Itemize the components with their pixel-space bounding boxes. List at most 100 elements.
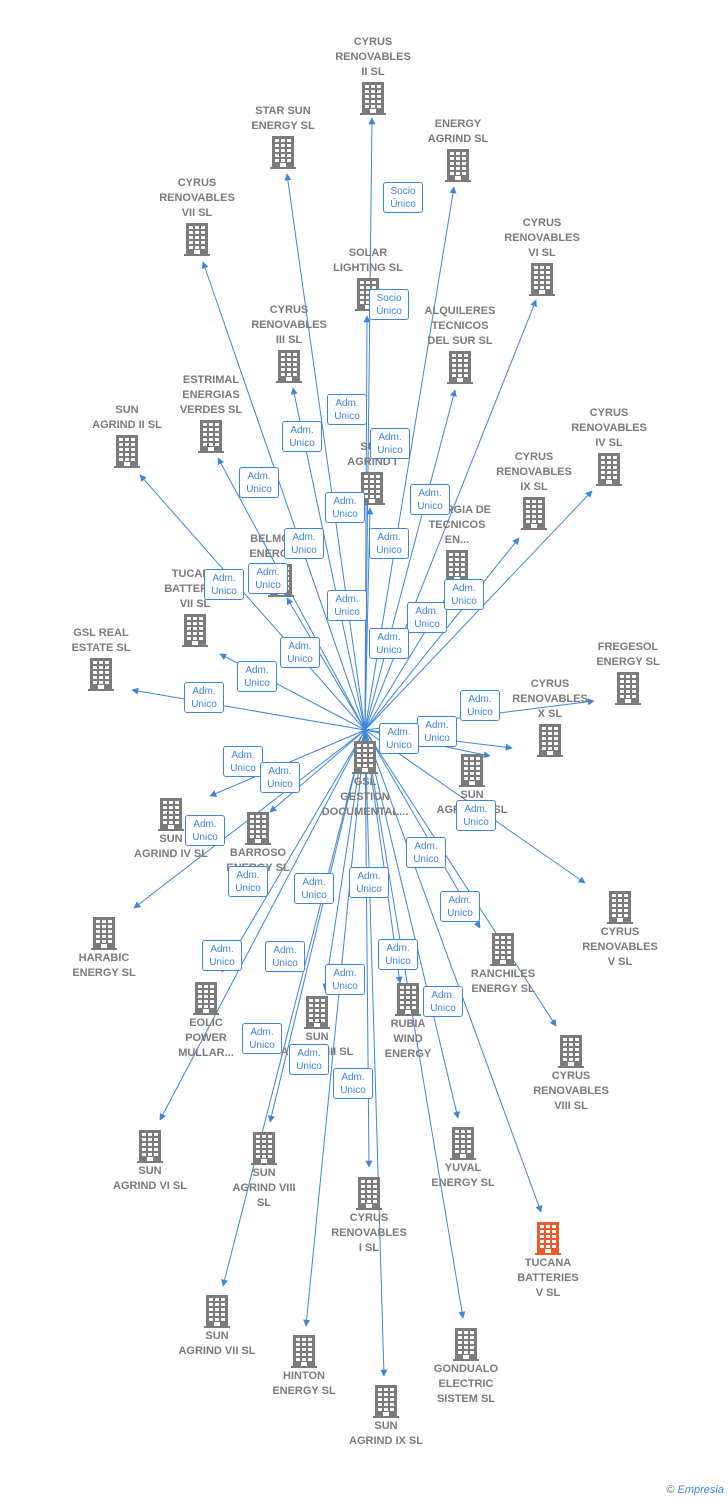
node-solar[interactable]: SOLAR LIGHTING SL	[313, 246, 423, 312]
building-icon	[155, 796, 187, 832]
building-icon	[181, 221, 213, 257]
node-label: GSL GESTION DOCUMENTAL...	[321, 776, 409, 818]
relation-badge: Adm. Unico	[379, 723, 419, 754]
building-icon	[111, 433, 143, 469]
node-hinton[interactable]: HINTON ENERGY SL	[249, 1333, 359, 1399]
building-icon	[604, 889, 636, 925]
node-cyrus9[interactable]: CYRUS RENOVABLES IX SL	[479, 450, 589, 531]
node-cyrus4[interactable]: CYRUS RENOVABLES IV SL	[554, 406, 664, 487]
node-cyrus5[interactable]: CYRUS RENOVABLES V SL	[565, 889, 675, 970]
center-node[interactable]: GSL GESTION DOCUMENTAL...	[310, 739, 420, 820]
node-gslreal[interactable]: GSL REAL ESTATE SL	[46, 626, 156, 692]
node-cyrus10[interactable]: CYRUS RENOVABLES X SL	[495, 677, 605, 758]
relation-badge: Adm. Unico	[185, 815, 225, 846]
edge-cyrus9	[364, 537, 520, 731]
node-cyrus2[interactable]: CYRUS RENOVABLES II SL	[318, 35, 428, 116]
node-alquileres[interactable]: ALQUILERES TECNICOS DEL SUR SL	[405, 304, 515, 385]
relation-badge: Adm. Unico	[260, 762, 300, 793]
relation-badge: Adm. Unico	[202, 940, 242, 971]
node-label: SUN AGRIND IX SL	[349, 1420, 423, 1447]
building-icon	[526, 261, 558, 297]
relation-badge: Adm. Unico	[456, 800, 496, 831]
node-sunagrind7[interactable]: SUN AGRIND VII SL	[162, 1293, 272, 1359]
edge-barroso	[269, 729, 366, 813]
building-icon	[301, 994, 333, 1030]
building-icon	[444, 349, 476, 385]
relation-badge: Adm. Unico	[282, 421, 322, 452]
building-icon	[242, 810, 274, 846]
node-label: CYRUS RENOVABLES IV SL	[571, 407, 647, 449]
relation-badge: Adm. Unico	[284, 528, 324, 559]
node-label: SUN AGRIND IV SL	[134, 833, 208, 860]
node-sunagrind6[interactable]: SUN AGRIND VI SL	[95, 1128, 205, 1194]
node-cyrus8[interactable]: CYRUS RENOVABLES VIII SL	[516, 1033, 626, 1114]
edge-cyrus7	[201, 261, 366, 731]
building-icon	[532, 1220, 564, 1256]
node-sunagrind4[interactable]: SUN AGRIND IV SL	[116, 796, 226, 862]
node-label: ENERGY AGRIND SL	[427, 118, 489, 145]
node-sunagrind9[interactable]: SUN AGRIND IX SL	[331, 1383, 441, 1449]
node-sunagrind2[interactable]: SUN AGRIND II SL	[72, 403, 182, 469]
relation-badge: Adm. Unico	[223, 746, 263, 777]
node-label: CYRUS RENOVABLES VIII SL	[533, 1070, 609, 1112]
node-label: CYRUS RENOVABLES III SL	[251, 304, 327, 346]
building-icon	[392, 981, 424, 1017]
node-ranchiles[interactable]: RANCHILES ENERGY SL	[448, 931, 558, 997]
node-cyrus1[interactable]: CYRUS RENOVABLES I SL	[314, 1175, 424, 1256]
relation-badge: Adm. Unico	[370, 428, 410, 459]
node-label: YUVAL ENERGY SL	[431, 1162, 495, 1189]
node-yuval[interactable]: YUVAL ENERGY SL	[408, 1125, 518, 1191]
node-label: CYRUS RENOVABLES IX SL	[496, 451, 572, 493]
node-estrimal[interactable]: ESTRIMAL ENERGIAS VERDES SL	[156, 373, 266, 454]
node-cyrus3[interactable]: CYRUS RENOVABLES III SL	[234, 303, 344, 384]
edge-hinton	[303, 729, 366, 1327]
relation-badge: Adm. Unico	[440, 891, 480, 922]
building-icon	[370, 1383, 402, 1419]
building-icon	[288, 1333, 320, 1369]
relation-badge: Socio Único	[369, 289, 409, 320]
node-label: EOLIC POWER MULLAR...	[178, 1017, 234, 1059]
building-icon	[195, 418, 227, 454]
node-harabic[interactable]: HARABIC ENERGY SL	[49, 915, 159, 981]
node-cyrus7[interactable]: CYRUS RENOVABLES VII SL	[142, 176, 252, 257]
building-icon	[85, 656, 117, 692]
edge-sunagrind6	[159, 729, 366, 1121]
node-label: CYRUS RENOVABLES VII SL	[159, 177, 235, 219]
node-label: CYRUS RENOVABLES V SL	[582, 926, 658, 968]
node-rubia[interactable]: RUBIA WIND ENERGY	[353, 981, 463, 1062]
copyright-symbol: ©	[666, 1484, 675, 1496]
building-icon	[593, 451, 625, 487]
building-icon	[518, 495, 550, 531]
node-starsun[interactable]: STAR SUN ENERGY SL	[228, 104, 338, 170]
node-label: ESTRIMAL ENERGIAS VERDES SL	[179, 374, 243, 416]
node-eolic[interactable]: EOLIC POWER MULLAR...	[151, 980, 261, 1061]
node-tecnicos[interactable]: ENERGIA DE TECNICOS EN...	[402, 503, 512, 584]
node-sunagrind8[interactable]: SUN AGRIND VIII SL	[209, 1130, 319, 1211]
node-cyrus6[interactable]: CYRUS RENOVABLES VI SL	[487, 216, 597, 297]
node-label: ALQUILERES TECNICOS DEL SUR SL	[424, 305, 496, 347]
relation-badge: Adm. Unico	[407, 602, 447, 633]
relation-badge: Adm. Unico	[410, 484, 450, 515]
relation-badge: Adm. Unico	[242, 1023, 282, 1054]
relation-badge: Adm. Unico	[289, 1044, 329, 1075]
node-energyagrind[interactable]: ENERGY AGRIND SL	[403, 117, 513, 183]
node-gondualo[interactable]: GONDUALO ELECTRIC SISTEM SL	[411, 1326, 521, 1407]
building-icon	[273, 348, 305, 384]
node-label: CYRUS RENOVABLES VI SL	[504, 217, 580, 259]
footer-brand[interactable]: ©Empresia	[666, 1484, 724, 1496]
node-label: GSL REAL ESTATE SL	[71, 627, 131, 654]
edge-sunagrind9	[364, 729, 388, 1377]
relation-badge: Socio Único	[383, 182, 423, 213]
building-icon	[134, 1128, 166, 1164]
building-icon	[487, 931, 519, 967]
node-fregesol[interactable]: FREGESOL ENERGY SL	[573, 640, 683, 706]
node-tucana5[interactable]: TUCANA BATTERIES V SL	[493, 1220, 603, 1301]
node-label: GONDUALO ELECTRIC SISTEM SL	[433, 1363, 499, 1405]
building-icon	[88, 915, 120, 951]
relation-badge: Adm. Unico	[423, 986, 463, 1017]
building-icon	[534, 722, 566, 758]
relation-badge: Adm. Unico	[325, 964, 365, 995]
node-label: TUCANA BATTERIES V SL	[517, 1257, 579, 1299]
building-icon	[353, 1175, 385, 1211]
node-label: CYRUS RENOVABLES I SL	[331, 1212, 407, 1254]
